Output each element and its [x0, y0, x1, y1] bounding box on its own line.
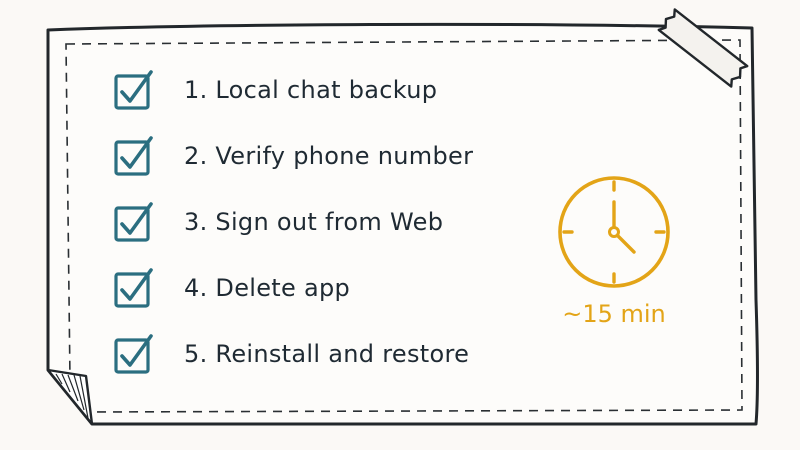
checked-checkbox-icon[interactable] — [112, 68, 156, 112]
checked-checkbox-icon[interactable] — [112, 266, 156, 310]
clock-icon — [552, 172, 676, 296]
paper-outline — [46, 22, 759, 426]
checklist-item-label: 5. Reinstall and restore — [184, 340, 470, 368]
checklist-item-label: 1. Local chat backup — [184, 76, 438, 104]
checked-checkbox-icon[interactable] — [112, 332, 156, 376]
checked-checkbox-icon[interactable] — [112, 134, 156, 178]
checklist-item[interactable]: 5. Reinstall and restore — [112, 332, 469, 376]
checklist-item[interactable]: 2. Verify phone number — [112, 134, 473, 178]
checklist-item[interactable]: 1. Local chat backup — [112, 68, 437, 112]
checklist-item-label: 3. Sign out from Web — [184, 208, 444, 236]
dashed-border — [65, 39, 743, 413]
folded-corner-hatch — [55, 373, 89, 419]
folded-corner — [46, 368, 94, 426]
duration-label: ~15 min — [562, 300, 666, 328]
checklist-item-label: 4. Delete app — [184, 274, 351, 302]
checklist-item[interactable]: 3. Sign out from Web — [112, 200, 443, 244]
tape-icon — [657, 8, 749, 88]
checked-checkbox-icon[interactable] — [112, 200, 156, 244]
checklist-item[interactable]: 4. Delete app — [112, 266, 350, 310]
checklist-item-label: 2. Verify phone number — [184, 142, 474, 170]
